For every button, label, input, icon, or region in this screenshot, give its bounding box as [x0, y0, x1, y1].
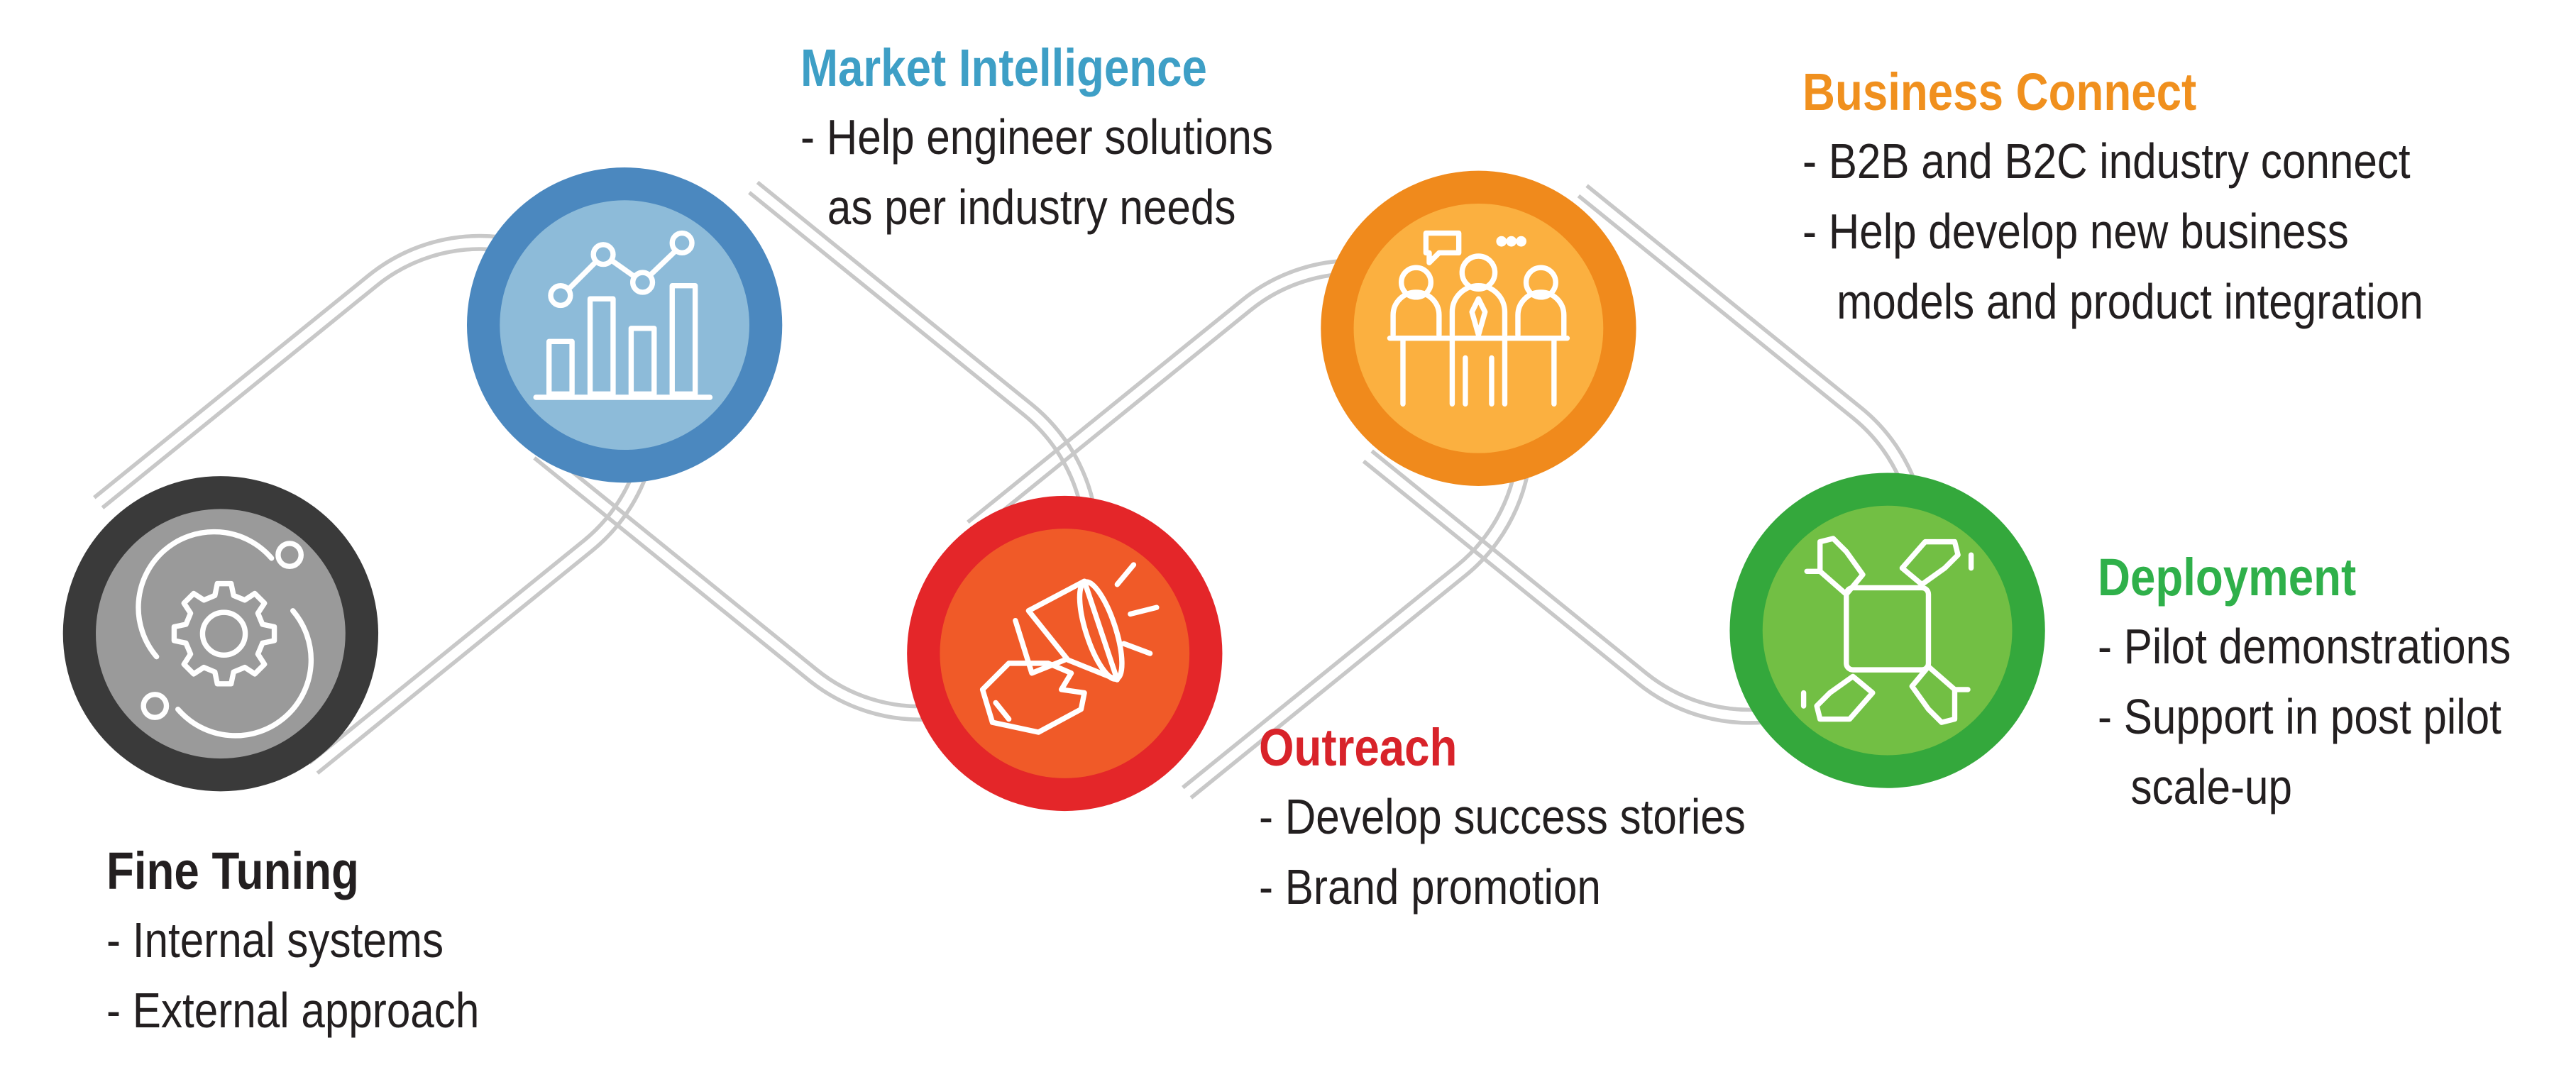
fine-tuning-line-2: - External approach — [106, 983, 480, 1038]
business-connect-text: Business Connect - B2B and B2C industry … — [1802, 58, 2524, 337]
gear-icon — [136, 529, 314, 739]
megaphone-icon — [979, 562, 1160, 735]
joined-hands-icon — [1800, 536, 1974, 725]
market-intelligence-node — [466, 167, 783, 483]
outreach-title: Outreach — [1259, 718, 1458, 777]
outreach-line-2: - Brand promotion — [1259, 859, 1601, 915]
fine-tuning-title: Fine Tuning — [106, 841, 359, 900]
market-intelligence-line-1: - Help engineer solutions — [800, 109, 1273, 165]
business-connect-line-1: - B2B and B2C industry connect — [1802, 133, 2411, 189]
market-intelligence-text: Market Intelligence - Help engineer solu… — [800, 34, 1350, 243]
business-connect-node — [1321, 170, 1636, 486]
business-connect-line-2: - Help develop new business — [1802, 204, 2349, 259]
market-intelligence-line-2: as per industry needs — [827, 180, 1236, 235]
outreach-text: Outreach - Develop success stories - Bra… — [1259, 714, 1825, 922]
deployment-text: Deployment - Pilot demonstrations - Supp… — [2098, 543, 2576, 822]
fine-tuning-line-1: - Internal systems — [106, 912, 444, 968]
deployment-line-3: scale-up — [2130, 759, 2292, 814]
fine-tuning-node — [62, 476, 379, 792]
meeting-icon — [1387, 230, 1570, 407]
deployment-line-1: - Pilot demonstrations — [2098, 619, 2511, 674]
deployment-title: Deployment — [2098, 548, 2357, 607]
deployment-node — [1729, 473, 2045, 788]
deployment-line-2: - Support in post pilot — [2098, 689, 2501, 744]
business-connect-line-3: models and product integration — [1837, 274, 2423, 329]
outreach-line-1: - Develop success stories — [1259, 789, 1746, 844]
business-connect-title: Business Connect — [1802, 62, 2197, 121]
bar-chart-icon — [533, 230, 713, 400]
outreach-node — [907, 495, 1223, 812]
market-intelligence-title: Market Intelligence — [800, 38, 1207, 97]
fine-tuning-text: Fine Tuning - Internal systems - Externa… — [106, 837, 540, 1046]
